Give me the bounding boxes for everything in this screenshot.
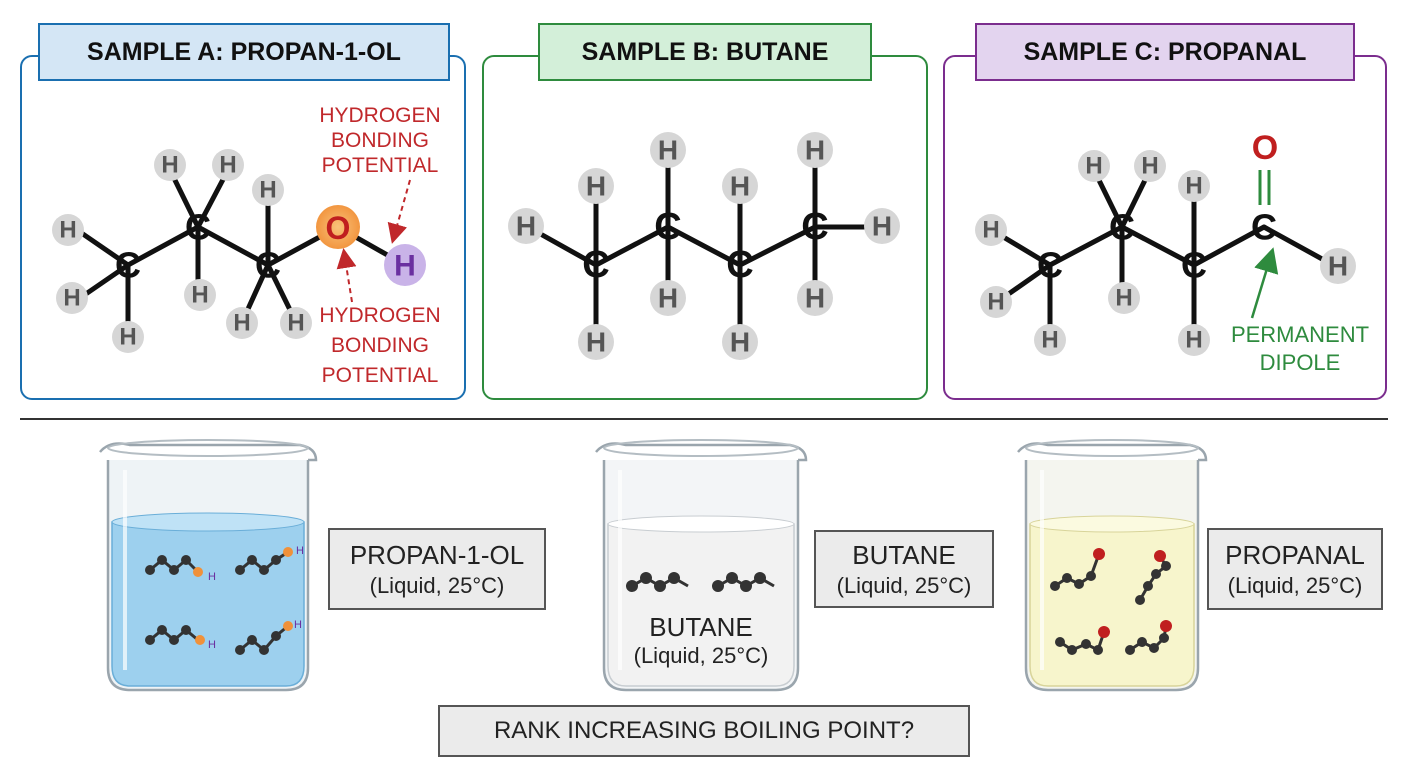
- mini-hydrogen-label: H: [208, 571, 216, 583]
- mini-molecules-butane: [626, 572, 775, 592]
- hydrogen-atom: H: [805, 283, 825, 314]
- svg-text:POTENTIAL: POTENTIAL: [322, 364, 439, 387]
- svg-text:DIPOLE: DIPOLE: [1260, 350, 1341, 375]
- hydrogen-atom: H: [287, 310, 304, 337]
- svg-text:HYDROGEN: HYDROGEN: [319, 304, 440, 327]
- carbon-atom: C: [255, 245, 281, 286]
- svg-text:HYDROGEN: HYDROGEN: [319, 104, 440, 127]
- dipole-annotation: PERMANENT DIPOLE: [1231, 322, 1369, 375]
- butane-inside-label: BUTANE (Liquid, 25°C): [606, 612, 796, 670]
- hydrogen-atom: H: [119, 324, 136, 351]
- butane-inside-name: BUTANE: [649, 612, 753, 642]
- hydrogen-atom: H: [516, 211, 536, 242]
- hydrogen-atom: H: [805, 135, 825, 166]
- hydrogen-atom: H: [233, 310, 250, 337]
- label-butane-state: (Liquid, 25°C): [836, 572, 972, 598]
- hydrogen-atom: H: [191, 282, 208, 309]
- hydrogen-atom: H: [872, 211, 892, 242]
- hydrogen-atom: H: [259, 177, 276, 204]
- panel-title-sample-c: SAMPLE C: PROPANAL: [975, 23, 1355, 81]
- mini-hydrogen-label: H: [208, 639, 216, 651]
- hydrogen-atom: H: [1141, 153, 1158, 180]
- butane-atoms: C C C C H H H H H H H H H H: [516, 135, 892, 358]
- hydrogen-atom-hydroxyl: H: [394, 250, 416, 283]
- mini-molecules-propanal: [1050, 548, 1172, 655]
- hbond-annotation-top: HYDROGEN BONDING POTENTIAL: [319, 104, 440, 177]
- mini-hydrogen-label: H: [294, 619, 302, 631]
- butane-inside-state: (Liquid, 25°C): [633, 643, 769, 669]
- label-propanol-state: (Liquid, 25°C): [369, 572, 505, 598]
- hydrogen-atom: H: [63, 285, 80, 312]
- svg-text:BONDING: BONDING: [331, 334, 429, 357]
- beaker-propanol: [99, 439, 318, 692]
- hbond-arrow-top: [387, 179, 411, 244]
- hydrogen-atom: H: [586, 327, 606, 358]
- hydrogen-atom: H: [219, 152, 236, 179]
- carbon-atom: C: [185, 207, 211, 248]
- dipole-arrow: [1250, 247, 1279, 319]
- label-box-butane: BUTANE (Liquid, 25°C): [814, 530, 994, 608]
- carbon-atom: C: [115, 245, 141, 286]
- carbon-atom: C: [1037, 245, 1063, 286]
- hydrogen-atom: H: [987, 289, 1004, 316]
- carbon-atom: C: [801, 206, 828, 248]
- svg-text:PERMANENT: PERMANENT: [1231, 322, 1369, 347]
- hydrogen-atom: H: [161, 152, 178, 179]
- label-propanol-name: PROPAN-1-OL: [349, 540, 525, 570]
- hydrogen-atom: H: [586, 171, 606, 202]
- propanal-atoms: C C C C O H H H H H H H H H: [982, 129, 1348, 354]
- hydrogen-atom: H: [1328, 251, 1348, 282]
- svg-text:BONDING: BONDING: [331, 129, 429, 152]
- carbon-atom: C: [726, 244, 753, 286]
- hydrogen-atom: H: [730, 171, 750, 202]
- carbon-atom: C: [582, 244, 609, 286]
- carbonyl-double-bond: [1258, 170, 1271, 205]
- oxygen-atom: O: [1252, 129, 1278, 167]
- hydrogen-atom: H: [1041, 327, 1058, 354]
- propanol-atoms: C C C O H H H H H H H H H H: [59, 152, 416, 351]
- hydrogen-atom: H: [658, 283, 678, 314]
- propanol-h-circles: [52, 149, 312, 353]
- section-divider: [20, 418, 1388, 420]
- carbon-atom: C: [1181, 245, 1207, 286]
- butane-h-circles: [508, 132, 900, 360]
- carbon-atom: C: [1251, 207, 1277, 248]
- hydrogen-atom: H: [59, 217, 76, 244]
- mini-hydrogen-label: H: [296, 545, 304, 557]
- label-box-propanol: PROPAN-1-OL (Liquid, 25°C): [328, 528, 546, 610]
- carbon-atom: C: [1109, 207, 1135, 248]
- hydrogen-glow: [384, 244, 426, 286]
- oxygen-glow: [316, 205, 360, 249]
- hydrogen-atom: H: [658, 135, 678, 166]
- hydrogen-atom: H: [1085, 153, 1102, 180]
- carbon-atom: C: [654, 206, 681, 248]
- panel-title-sample-a: SAMPLE A: PROPAN-1-OL: [38, 23, 450, 81]
- label-propanal-name: PROPANAL: [1225, 540, 1365, 570]
- hydrogen-atom: H: [982, 217, 999, 244]
- hydrogen-atom: H: [1185, 327, 1202, 354]
- hydrogen-atom: H: [1185, 173, 1202, 200]
- question-box: RANK INCREASING BOILING POINT?: [438, 705, 970, 757]
- hydrogen-atom: H: [1115, 285, 1132, 312]
- beaker-butane: [595, 439, 808, 692]
- beaker-propanal: [1017, 439, 1208, 692]
- label-propanal-state: (Liquid, 25°C): [1227, 572, 1363, 598]
- label-box-propanal: PROPANAL (Liquid, 25°C): [1207, 528, 1383, 610]
- hydrogen-atom: H: [730, 327, 750, 358]
- liquid-propanal: [1029, 517, 1195, 687]
- liquid-propanol: [111, 514, 305, 687]
- hbond-arrow-bottom: [336, 248, 357, 303]
- label-butane-name: BUTANE: [852, 540, 956, 570]
- svg-text:POTENTIAL: POTENTIAL: [322, 154, 439, 177]
- panel-title-sample-b: SAMPLE B: BUTANE: [538, 23, 872, 81]
- propanal-h-circles: [975, 150, 1356, 356]
- hbond-annotation-bottom: HYDROGEN BONDING POTENTIAL: [319, 304, 440, 387]
- mini-molecules-propanol: H H H H: [145, 545, 304, 655]
- oxygen-atom: O: [326, 210, 351, 246]
